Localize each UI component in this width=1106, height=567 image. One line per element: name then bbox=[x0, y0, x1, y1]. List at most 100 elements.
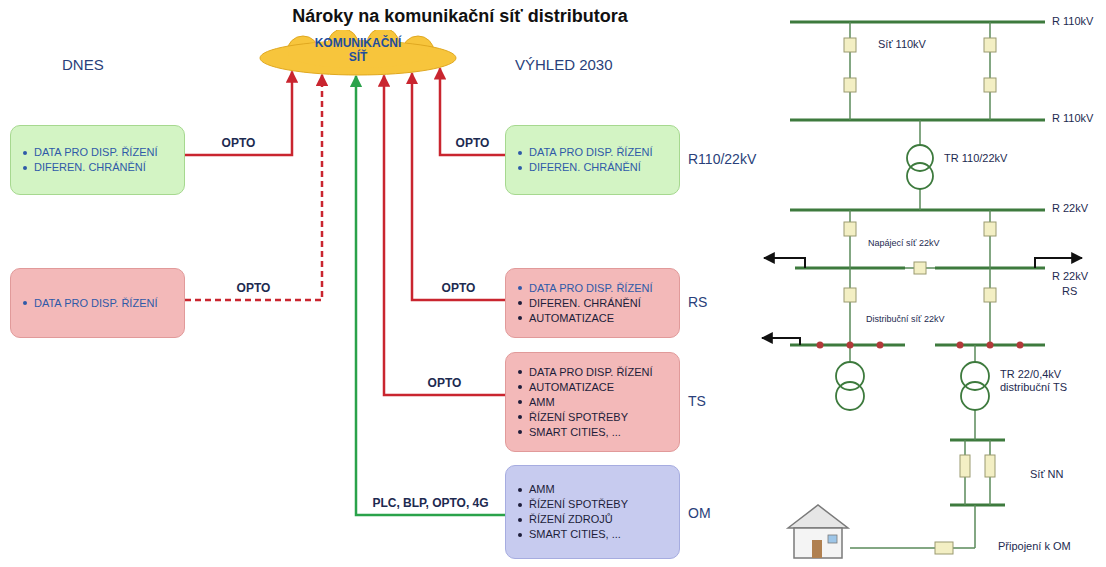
requirement-box: DATA PRO DISP. ŘÍZENÍDIFEREN. CHRÁNĚNÍ bbox=[10, 125, 185, 195]
bullet-dot bbox=[518, 301, 522, 305]
requirement-text: ŘÍZENÍ SPOTŘEBY bbox=[529, 410, 628, 425]
breakers bbox=[844, 38, 996, 554]
requirement-text: AUTOMATIZACE bbox=[529, 380, 614, 395]
schematic-label: R 22kV bbox=[1052, 270, 1088, 282]
drawing-part bbox=[849, 268, 851, 345]
drawing-part bbox=[794, 528, 842, 558]
schematic-label: RS bbox=[1062, 285, 1077, 297]
level-label: OM bbox=[688, 505, 711, 521]
bullet-item: ŘÍZENÍ SPOTŘEBY bbox=[516, 410, 671, 425]
connector-arrow bbox=[185, 75, 322, 300]
bullet-item: DATA PRO DISP. ŘÍZENÍ bbox=[21, 296, 176, 311]
level-label: R110/22kV bbox=[688, 151, 756, 167]
bullet-dot bbox=[518, 400, 522, 404]
requirement-box: DATA PRO DISP. ŘÍZENÍDIFEREN. CHRÁNĚNÍAU… bbox=[505, 268, 680, 338]
drawing-part bbox=[850, 547, 935, 549]
bullet-dot bbox=[518, 286, 522, 290]
drawing-part bbox=[907, 163, 933, 189]
bullet-item: DIFEREN. CHRÁNĚNÍ bbox=[516, 160, 671, 175]
drawing-part bbox=[974, 505, 976, 548]
drawing-part bbox=[762, 338, 800, 345]
requirement-box: DATA PRO DISP. ŘÍZENÍ bbox=[10, 268, 185, 338]
schematic-label: TR 110/22kV bbox=[944, 152, 1007, 164]
drawing-part bbox=[849, 210, 851, 268]
drawing-part bbox=[960, 455, 970, 477]
drawing-part bbox=[957, 342, 964, 349]
drawing-part bbox=[790, 209, 1045, 212]
bullet-dot bbox=[518, 370, 522, 374]
drawing-part bbox=[984, 288, 996, 302]
drawing-part bbox=[817, 342, 824, 349]
requirement-text: DIFEREN. CHRÁNĚNÍ bbox=[529, 296, 641, 311]
disconnector-dots bbox=[817, 342, 1024, 349]
drawing-part bbox=[790, 119, 1045, 122]
level-label: DNES bbox=[62, 56, 104, 73]
drawing-part bbox=[260, 30, 456, 75]
schematic-label: Síť 110kV bbox=[878, 38, 926, 50]
bullet-item: DATA PRO DISP. ŘÍZENÍ bbox=[516, 281, 671, 296]
bullet-item: AUTOMATIZACE bbox=[516, 380, 671, 395]
bullet-item: AMM bbox=[516, 482, 671, 497]
connector-label: OPTO bbox=[426, 376, 464, 390]
drawing-part bbox=[989, 22, 991, 120]
schematic-label: Síť NN bbox=[1030, 468, 1063, 480]
drawing-part bbox=[764, 258, 805, 268]
requirement-text: DATA PRO DISP. ŘÍZENÍ bbox=[529, 145, 652, 160]
drawing-part bbox=[919, 189, 921, 210]
drawing-part bbox=[953, 547, 975, 549]
drawing-part bbox=[849, 22, 851, 120]
busbars bbox=[790, 22, 1045, 505]
bullet-item: DATA PRO DISP. ŘÍZENÍ bbox=[21, 145, 176, 160]
requirement-box: DATA PRO DISP. ŘÍZENÍAUTOMATIZACEAMMŘÍZE… bbox=[505, 352, 680, 452]
drawing-part bbox=[844, 38, 856, 52]
drawing-part bbox=[790, 21, 1045, 24]
bullet-dot bbox=[23, 301, 27, 305]
schematic-label: Napájecí síť 22kV bbox=[868, 238, 939, 248]
network-cloud: KOMUNIKAČNÍ SÍŤ bbox=[258, 30, 458, 76]
requirement-text: ŘÍZENÍ SPOTŘEBY bbox=[529, 497, 628, 512]
requirement-text: DATA PRO DISP. ŘÍZENÍ bbox=[529, 365, 652, 380]
bullet-item: DATA PRO DISP. ŘÍZENÍ bbox=[516, 365, 671, 380]
drawing-part bbox=[828, 535, 837, 543]
requirement-text: ŘÍZENÍ ZDROJŮ bbox=[529, 512, 613, 527]
connector-label: OPTO bbox=[440, 281, 478, 295]
bullet-dot bbox=[23, 166, 27, 170]
bullet-dot bbox=[518, 385, 522, 389]
drawing-part bbox=[950, 439, 1005, 442]
requirement-text: DATA PRO DISP. ŘÍZENÍ bbox=[34, 296, 157, 311]
connector-label: PLC, BLP, OPTO, 4G bbox=[370, 496, 490, 510]
level-label: RS bbox=[688, 294, 707, 310]
drawing-part bbox=[987, 342, 994, 349]
connector-arrow bbox=[185, 72, 292, 155]
bullet-item: DATA PRO DISP. ŘÍZENÍ bbox=[516, 145, 671, 160]
drawing-part bbox=[1035, 258, 1082, 268]
requirement-text: DIFEREN. CHRÁNĚNÍ bbox=[529, 160, 641, 175]
schematic-label: Připojení k OM bbox=[998, 540, 1071, 552]
requirement-text: DATA PRO DISP. ŘÍZENÍ bbox=[529, 281, 652, 296]
drawing-part bbox=[788, 505, 848, 528]
bullet-dot bbox=[518, 166, 522, 170]
connector-arrow bbox=[384, 75, 505, 395]
level-label: TS bbox=[688, 393, 706, 409]
connector-label: OPTO bbox=[235, 281, 273, 295]
house-icon bbox=[788, 505, 848, 558]
bullet-item: SMART CITIES, ... bbox=[516, 527, 671, 542]
level-label: VÝHLED 2030 bbox=[515, 56, 613, 73]
bullet-dot bbox=[23, 151, 27, 155]
bullet-dot bbox=[518, 503, 522, 507]
drawing-part bbox=[844, 222, 856, 236]
drawing-part bbox=[974, 410, 976, 440]
connector-arrow bbox=[356, 76, 505, 515]
drawing-part bbox=[950, 504, 1005, 507]
drawing-part bbox=[985, 455, 995, 477]
schematic-label: Distribuční síť 22kV bbox=[866, 314, 944, 324]
requirement-box: DATA PRO DISP. ŘÍZENÍDIFEREN. CHRÁNĚNÍ bbox=[505, 125, 680, 195]
drawing-part bbox=[935, 542, 953, 554]
schematic-label: R 110kV bbox=[1052, 15, 1093, 27]
drawing-part bbox=[844, 288, 856, 302]
bullet-dot bbox=[518, 151, 522, 155]
connector-arrow bbox=[412, 73, 505, 300]
bullet-dot bbox=[518, 518, 522, 522]
cloud-label: KOMUNIKAČNÍ SÍŤ bbox=[306, 36, 410, 64]
